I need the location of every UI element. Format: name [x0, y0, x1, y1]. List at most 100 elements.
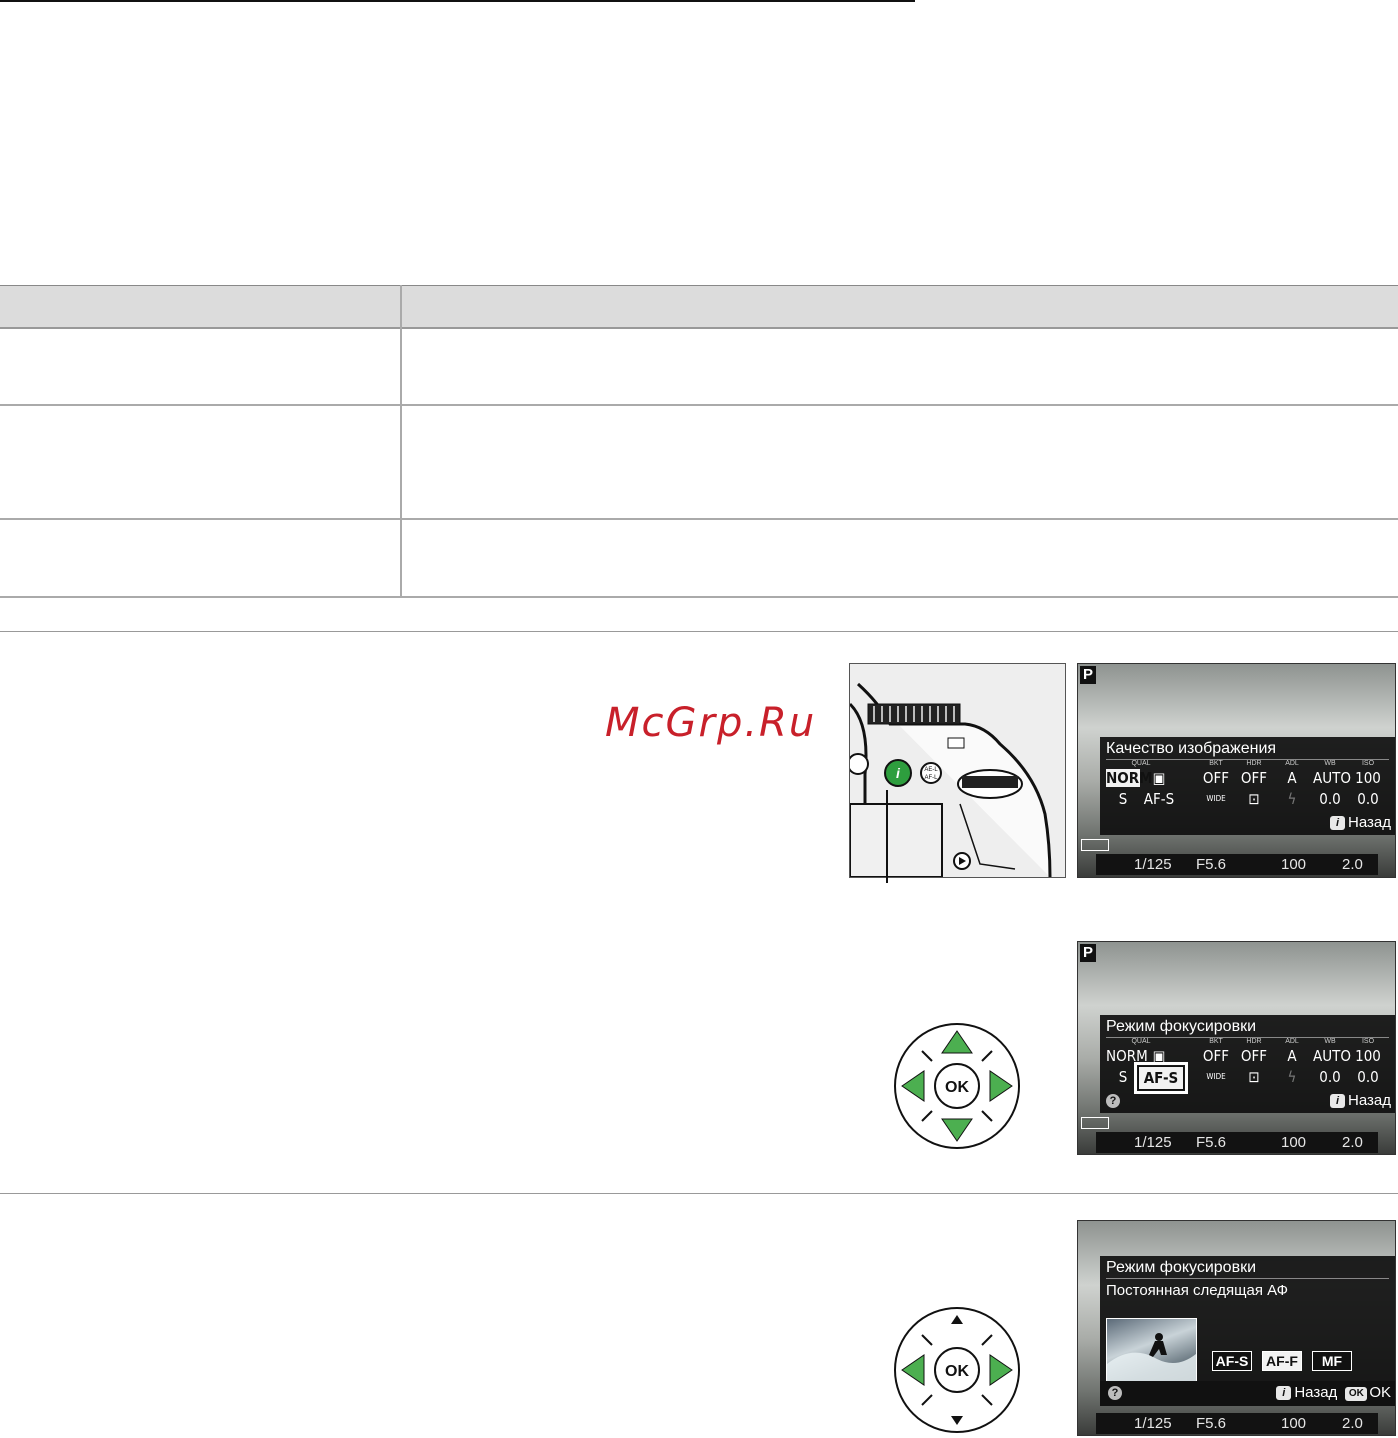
dialog-subtitle: Постоянная следящая АФ — [1106, 1282, 1289, 1299]
title-underline — [1106, 1278, 1389, 1279]
flash-comp-setting[interactable]: 0.0 — [1319, 1068, 1341, 1086]
af-area-setting[interactable]: WIDE — [1206, 794, 1226, 803]
ok-button-label: OK — [945, 1363, 969, 1380]
flash-comp-setting[interactable]: 0.0 — [1319, 790, 1341, 808]
remaining-shots: 2.0 — [1342, 1134, 1363, 1151]
camera-illustration: i AE-L AF-L — [849, 663, 1066, 878]
hdr-setting[interactable]: OFF — [1240, 1047, 1268, 1065]
help-icon: ? — [1108, 1386, 1122, 1400]
col-label: ISO — [1361, 1038, 1375, 1045]
help-icon: ? — [1106, 1094, 1120, 1108]
white-balance-setting[interactable]: AUTO — [1313, 769, 1351, 787]
col-label: BKT — [1209, 1038, 1223, 1045]
table-row-divider — [0, 404, 1398, 406]
picture-control-setting[interactable]: S — [1118, 790, 1128, 808]
right-arrow-icon[interactable] — [989, 1354, 1013, 1386]
back-label: Назад — [1348, 814, 1391, 831]
col-label: WB — [1324, 1038, 1336, 1045]
focus-mode-setting[interactable]: AF-S — [1143, 790, 1175, 808]
left-arrow-icon[interactable] — [901, 1070, 925, 1102]
watermark: McGrp.Ru — [605, 700, 817, 746]
ok-button-label: OK — [945, 1079, 969, 1096]
shutter-speed: 1/125 — [1134, 1134, 1172, 1151]
image-size-setting[interactable]: ▣ — [1152, 769, 1166, 787]
remaining-shots: 2.0 — [1342, 1415, 1363, 1432]
table-row-divider — [0, 596, 1398, 598]
bracketing-setting[interactable]: OFF — [1202, 769, 1230, 787]
camera-lcd-screen-2: P Режим фокусировки QUAL BKT HDR ADL WB … — [1077, 941, 1396, 1155]
info-panel: Режим фокусировки QUAL BKT HDR ADL WB IS… — [1100, 1015, 1395, 1113]
back-label: Назад — [1348, 1092, 1391, 1109]
flash-mode-setting[interactable]: ϟ — [1287, 790, 1297, 808]
hdr-setting[interactable]: OFF — [1240, 769, 1268, 787]
right-arrow-icon[interactable] — [989, 1070, 1013, 1102]
section-divider — [0, 1193, 1398, 1194]
shutter-speed: 1/125 — [1134, 1415, 1172, 1432]
white-balance-setting[interactable]: AUTO — [1313, 1047, 1351, 1065]
camera-body-drawing — [850, 682, 1052, 877]
col-label: ADL — [1285, 760, 1299, 767]
image-quality-setting[interactable]: NORM — [1106, 769, 1153, 787]
col-label: HDR — [1246, 1038, 1262, 1045]
iso-setting[interactable]: 100 — [1355, 1047, 1381, 1065]
picture-control-setting[interactable]: S — [1118, 1068, 1128, 1086]
camera-lcd-screen-3: Режим фокусировки Постоянная следящая АФ… — [1077, 1220, 1396, 1436]
mode-af-s[interactable]: AF-S — [1212, 1351, 1252, 1371]
multi-selector-1[interactable]: OK — [892, 1021, 1022, 1151]
left-arrow-icon[interactable] — [901, 1354, 925, 1386]
metering-setting[interactable]: ⊡ — [1248, 1068, 1260, 1086]
exposure-mode-badge: P — [1080, 666, 1096, 684]
flash-mode-setting[interactable]: ϟ — [1287, 1068, 1297, 1086]
mode-af-f-selected[interactable]: AF-F — [1262, 1351, 1302, 1371]
surfer-photo — [1107, 1333, 1196, 1387]
table-row-divider — [0, 518, 1398, 520]
col-label: ISO — [1361, 760, 1375, 767]
table-header-row — [0, 285, 1398, 329]
down-arrow-icon[interactable] — [951, 1416, 963, 1425]
col-label: QUAL — [1131, 1038, 1151, 1045]
dialog-title: Режим фокусировки — [1106, 1259, 1257, 1276]
adl-setting[interactable]: A — [1287, 1047, 1297, 1065]
col-label: BKT — [1209, 760, 1223, 767]
exposure-comp-setting[interactable]: 0.0 — [1357, 790, 1379, 808]
remaining-shots: 2.0 — [1342, 856, 1363, 873]
panel-title: Режим фокусировки — [1106, 1018, 1257, 1035]
image-quality-setting[interactable]: NORM — [1106, 1047, 1148, 1065]
down-arrow-icon[interactable] — [941, 1118, 973, 1142]
ae-lock-label: AE-L AF-L — [924, 767, 938, 781]
iso-readout: 100 — [1281, 1134, 1307, 1151]
info-button[interactable]: i — [884, 759, 912, 787]
aperture: F5.6 — [1196, 1415, 1227, 1432]
af-area-setting[interactable]: WIDE — [1206, 1072, 1226, 1081]
iso-setting[interactable]: 100 — [1355, 769, 1381, 787]
exposure-comp-setting[interactable]: 0.0 — [1357, 1068, 1379, 1086]
aperture: F5.6 — [1196, 856, 1227, 873]
exposure-mode-badge: P — [1080, 944, 1096, 962]
table-column-divider — [400, 285, 402, 596]
aperture: F5.6 — [1196, 1134, 1227, 1151]
top-rule — [0, 0, 915, 2]
up-arrow-icon[interactable] — [941, 1030, 973, 1054]
iso-readout: 100 — [1281, 856, 1307, 873]
back-label: Назад — [1294, 1384, 1338, 1401]
metering-setting[interactable]: ⊡ — [1248, 790, 1260, 808]
status-bar: 1/125 F5.6 100 2.0 — [1096, 1413, 1378, 1434]
bracketing-setting[interactable]: OFF — [1202, 1047, 1230, 1065]
battery-icon — [1081, 1117, 1109, 1129]
camera-lcd-screen-1: P Качество изображения QUAL BKT HDR ADL … — [1077, 663, 1396, 878]
focus-mode-setting-selected[interactable]: AF-S — [1134, 1062, 1188, 1094]
i-button-icon: i — [1276, 1386, 1292, 1400]
multi-selector-2[interactable]: OK — [892, 1305, 1022, 1435]
section-divider — [0, 631, 1398, 632]
iso-readout: 100 — [1281, 1415, 1307, 1432]
col-label: ADL — [1285, 1038, 1299, 1045]
adl-setting[interactable]: A — [1287, 769, 1297, 787]
up-arrow-icon[interactable] — [951, 1315, 963, 1324]
ok-key-icon: OK — [1345, 1387, 1368, 1401]
mode-mf[interactable]: MF — [1312, 1351, 1352, 1371]
ae-lock-button[interactable]: AE-L AF-L — [920, 762, 942, 784]
image-size-setting[interactable]: ▣ — [1152, 1047, 1166, 1065]
